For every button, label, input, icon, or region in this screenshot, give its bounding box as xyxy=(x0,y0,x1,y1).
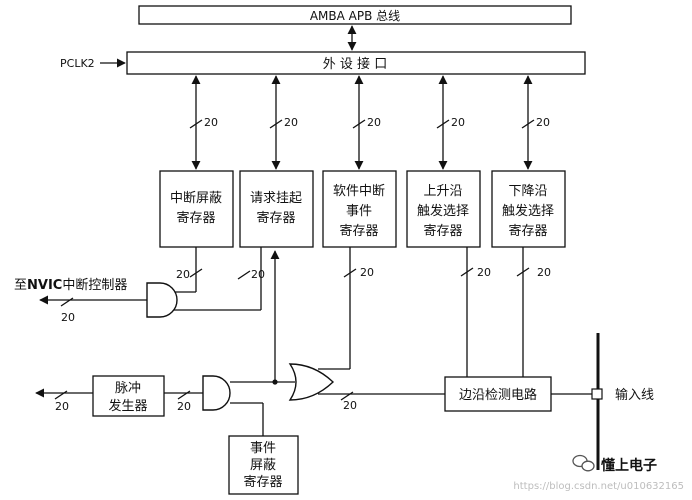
register-label-line: 寄存器 xyxy=(176,210,215,226)
watermark-brand: 懂上电子 xyxy=(601,457,657,474)
pclk2-label: PCLK2 xyxy=(60,57,95,70)
bus-width-label: 20 xyxy=(177,400,191,413)
bus-width-label: 20 xyxy=(204,116,218,129)
falling-trigger-select-register: 下降沿 触发选择 寄存器 xyxy=(491,170,566,248)
bus-slash xyxy=(340,391,354,401)
register-label-line: 寄存器 xyxy=(339,223,378,239)
edge-detector-label: 边沿检测电路 xyxy=(459,387,537,403)
input-line-label: 输入线 xyxy=(615,387,654,403)
bus-slash xyxy=(352,119,366,129)
bus-width-label: 20 xyxy=(536,116,550,129)
watermark-url: https://blog.csdn.net/u010632165 xyxy=(513,481,684,492)
register-label-line: 屏蔽 xyxy=(250,458,276,473)
bus-width-label: 20 xyxy=(343,399,357,412)
bus-width-label: 20 xyxy=(477,266,491,279)
event-or-gate xyxy=(288,363,335,401)
bus-width-label: 20 xyxy=(451,116,465,129)
bus-width-label: 20 xyxy=(360,266,374,279)
peripheral-interface-label: 外 设 接 口 xyxy=(323,56,387,72)
interrupt-and-gate xyxy=(146,282,178,318)
event-mask-register: 事件 屏蔽 寄存器 xyxy=(228,435,299,495)
peripheral-interface-block xyxy=(126,51,586,75)
software-interrupt-event-register: 软件中断 事件 寄存器 xyxy=(322,170,397,248)
nvic-output-prefix: 至 xyxy=(14,278,27,293)
pulse-generator-label-line: 脉冲 xyxy=(115,381,141,396)
bus-width-label: 20 xyxy=(176,268,190,281)
pulse-generator-block: 脉冲 发生器 xyxy=(92,375,165,417)
register-buses: 20 20 20 20 20 xyxy=(189,75,550,170)
register-label-line: 寄存器 xyxy=(256,210,295,226)
bus-width-label: 20 xyxy=(367,116,381,129)
input-pin xyxy=(591,388,603,400)
register-label-line: 寄存器 xyxy=(243,474,282,490)
rising-trigger-select-register: 上升沿 触发选择 寄存器 xyxy=(406,170,481,248)
apb-bus-label: AMBA APB 总线 xyxy=(310,9,400,23)
bus-slash xyxy=(54,390,68,400)
register-label-line: 事件 xyxy=(346,204,372,219)
bus-slash xyxy=(521,119,535,129)
register-label-line: 软件中断 xyxy=(333,184,385,199)
event-and-gate xyxy=(202,375,231,411)
apb-bus-bar xyxy=(138,5,572,25)
bus-slash xyxy=(60,297,74,307)
bus-width-label: 20 xyxy=(251,268,265,281)
bus-width-label: 20 xyxy=(537,266,551,279)
register-label-line: 事件 xyxy=(250,441,276,456)
bus-slash xyxy=(516,267,530,277)
register-label-line: 上升沿 xyxy=(423,184,462,199)
bus-slash xyxy=(189,268,203,278)
wechat-icon xyxy=(572,454,595,472)
bus-slash xyxy=(460,267,474,277)
bus-width-label: 20 xyxy=(61,311,75,324)
bus-width-label: 20 xyxy=(55,400,69,413)
nvic-output-nvic: NVIC xyxy=(27,278,62,293)
register-label-line: 请求挂起 xyxy=(250,191,302,206)
bus-slash xyxy=(177,390,191,400)
register-label-line: 寄存器 xyxy=(423,223,462,239)
bus-slash xyxy=(269,119,283,129)
bus-slash xyxy=(189,119,203,129)
bus-width-label: 20 xyxy=(284,116,298,129)
bus-slash xyxy=(237,270,251,280)
register-label-line: 寄存器 xyxy=(508,223,547,239)
register-label-line: 下降沿 xyxy=(508,184,547,199)
bus-slash xyxy=(436,119,450,129)
interrupt-mask-register: 中断屏蔽 寄存器 xyxy=(159,170,234,248)
bus-slash xyxy=(343,268,357,278)
nvic-output-label: 至NVIC中断控制器 xyxy=(14,278,127,293)
register-label-line: 触发选择 xyxy=(417,203,469,219)
pending-request-register: 请求挂起 寄存器 xyxy=(239,170,314,248)
pulse-generator-label-line: 发生器 xyxy=(108,398,147,414)
nvic-output-suffix: 中断控制器 xyxy=(62,278,127,293)
register-label-line: 中断屏蔽 xyxy=(170,191,222,206)
register-label-line: 触发选择 xyxy=(502,203,554,219)
watermark: 懂上电子 https://blog.csdn.net/u010632165 xyxy=(513,454,684,492)
